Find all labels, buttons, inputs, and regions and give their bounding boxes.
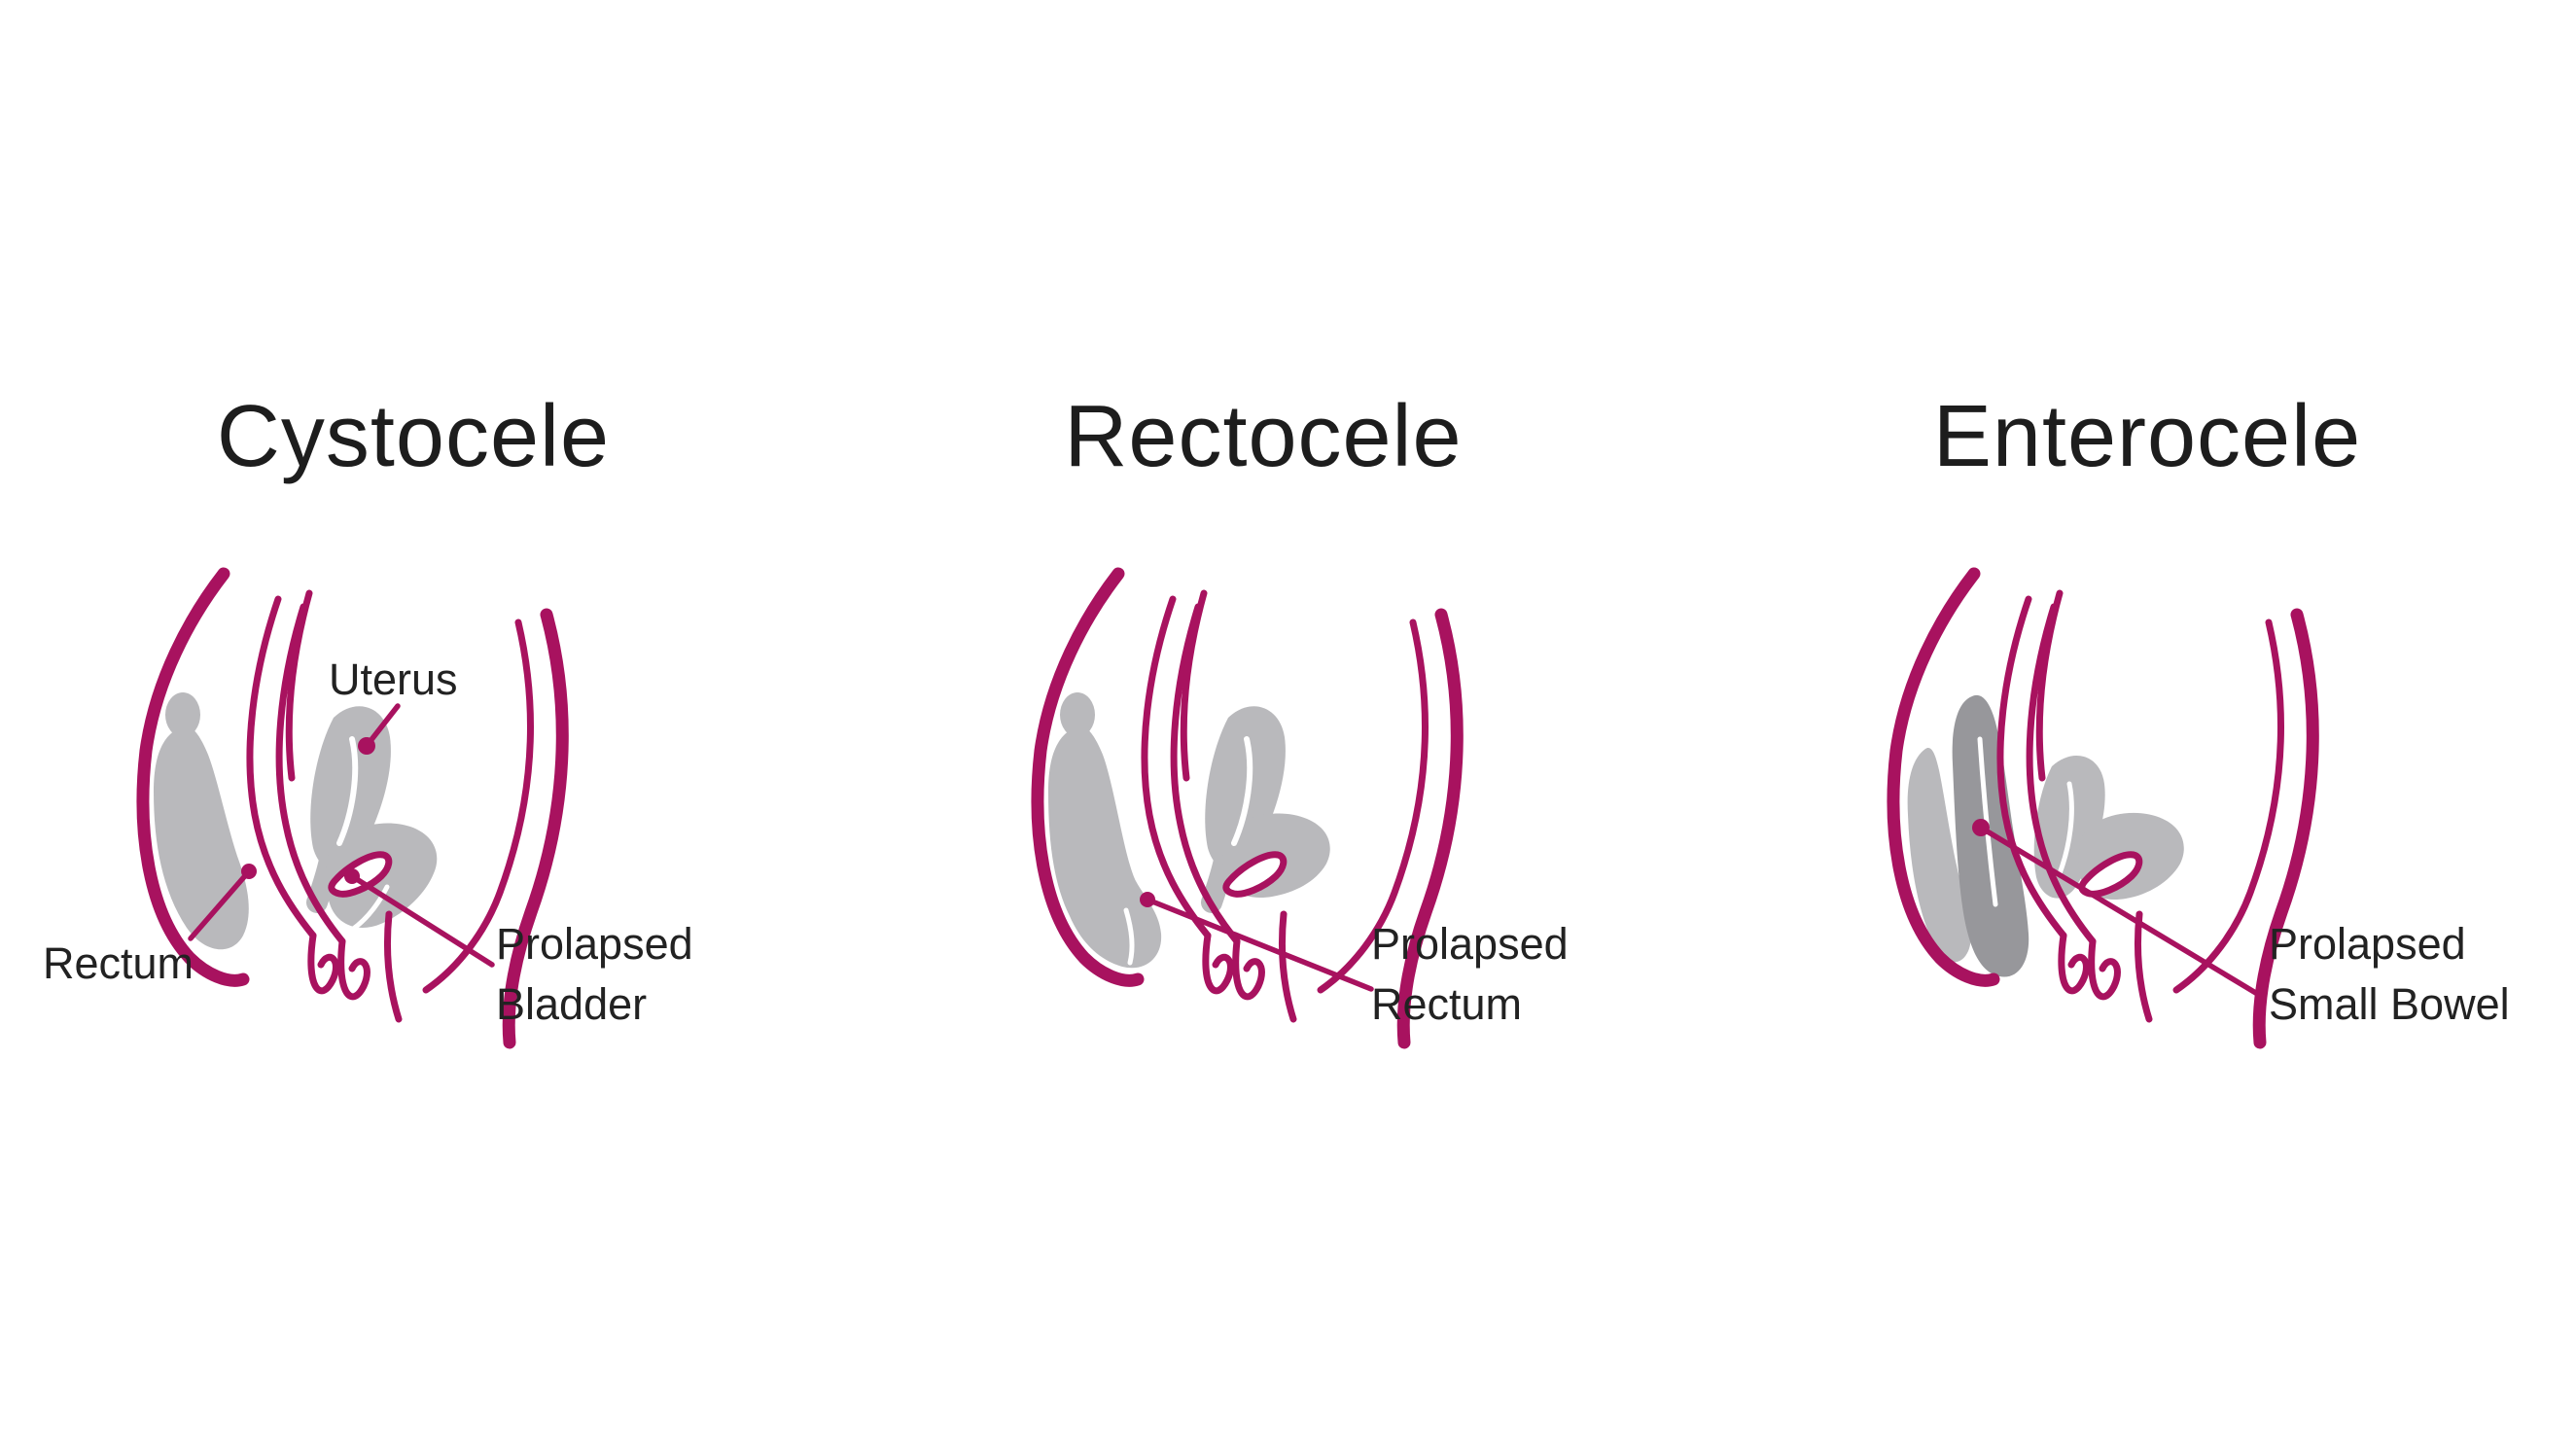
urethra-line xyxy=(349,884,390,933)
rectal-bulge-line xyxy=(1123,907,1135,966)
uterine-cavity-line xyxy=(2057,781,2074,876)
prolapsed-small-bowel-label: Prolapsed Small Bowel xyxy=(2269,914,2510,1035)
panel-title-enterocele: Enterocele xyxy=(1932,388,2362,485)
enterocele-diagram xyxy=(1848,564,2353,1070)
panel-title-cystocele: Cystocele xyxy=(216,388,611,485)
prolapsed-bladder-label: Prolapsed Bladder xyxy=(496,914,693,1035)
rectocele-pointers xyxy=(1140,892,1374,992)
uterus-pointer-dot xyxy=(358,737,375,755)
prolapsed-bladder-label-line1: Prolapsed xyxy=(496,919,693,969)
rectum-pointer-line xyxy=(188,868,252,941)
rectum-shape xyxy=(1907,747,1971,963)
rectum-top-shape xyxy=(1060,692,1095,737)
uterine-cavity-line xyxy=(336,736,359,846)
small-bowel-pointer-line xyxy=(1978,825,2267,1001)
rectum-shape xyxy=(154,726,249,950)
rectum-pointer-dot xyxy=(1140,892,1155,907)
rectum-pointer-line xyxy=(1145,897,1374,992)
uterine-cavity-line xyxy=(1231,736,1253,846)
rectocele-diagram xyxy=(992,564,1498,1070)
enterocele-pointers xyxy=(1972,819,2267,1001)
panel-title-rectocele: Rectocele xyxy=(1064,388,1463,485)
prolapsed-bladder-label-line2: Bladder xyxy=(496,979,648,1029)
cystocele-diagram xyxy=(97,564,603,1070)
prolapsed-small-bowel-label-line2: Small Bowel xyxy=(2269,979,2510,1029)
prolapsed-small-bowel-label-line1: Prolapsed xyxy=(2269,919,2466,969)
rectocele-organs xyxy=(1048,692,1330,969)
bladder-pointer-line xyxy=(349,873,495,968)
prolapsed-rectum-label: Prolapsed Rectum xyxy=(1371,914,1569,1035)
enterocele-organs xyxy=(1907,694,2184,977)
rectum-label: Rectum xyxy=(43,938,194,988)
prolapsed-rectum-label-line1: Prolapsed xyxy=(1371,919,1569,969)
uterus-label: Uterus xyxy=(329,654,458,704)
prolapsed-rectum-label-line2: Rectum xyxy=(1371,979,1523,1029)
cystocele-pointers xyxy=(188,703,495,968)
rectum-pointer-dot xyxy=(241,864,257,879)
cystocele-organs xyxy=(154,692,438,950)
small-bowel-pointer-dot xyxy=(1972,819,1990,836)
bladder-pointer-dot xyxy=(344,868,360,884)
prolapsed-rectum-shape xyxy=(1048,726,1162,969)
rectum-top-shape xyxy=(165,692,200,737)
